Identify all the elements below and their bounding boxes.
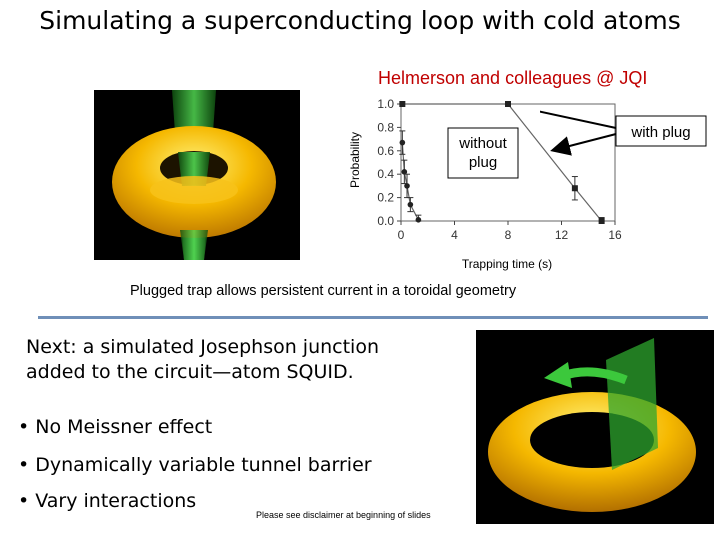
- y-tick-label: 0.4: [377, 167, 394, 181]
- data-point-without-plug: [401, 169, 408, 175]
- data-point-without-plug: [399, 139, 406, 146]
- x-tick-label: 8: [505, 228, 512, 242]
- x-tick-label: 12: [555, 228, 569, 242]
- next-line-1: Next: a simulated Josephson junction: [26, 336, 380, 358]
- slide-title: Simulating a superconducting loop with c…: [39, 6, 681, 35]
- probability-chart: 0 4 8 12 16 0.0 0.2 0.4 0.6 0.8 1.0 Probability Tr…: [348, 97, 622, 271]
- data-point-without-plug: [415, 217, 422, 223]
- next-paragraph: Next: a simulated Josephson junction add…: [26, 335, 466, 385]
- data-point-with-plug: [598, 218, 605, 224]
- credit-text: Helmerson and colleagues @ JQI: [378, 68, 648, 88]
- with-plug-label: with plug: [630, 124, 690, 141]
- without-plug-box: [447, 127, 519, 179]
- without-plug-label-line2: plug: [469, 154, 497, 171]
- data-point-without-plug: [407, 201, 414, 208]
- bullet-item: • Vary interactions: [18, 490, 197, 512]
- y-tick-label: 0.8: [377, 120, 394, 134]
- x-tick-label: 0: [398, 228, 405, 242]
- with-plug-annotation: with plug: [540, 110, 707, 156]
- toroidal-trap-image: [94, 90, 300, 260]
- next-line-2: added to the circuit—atom SQUID.: [26, 361, 354, 383]
- y-tick-label: 0.2: [377, 191, 394, 205]
- divider-line: [38, 316, 708, 319]
- y-tick-label: 1.0: [377, 97, 394, 111]
- bullet-item: • Dynamically variable tunnel barrier: [18, 454, 372, 476]
- atom-squid-image: [476, 330, 714, 524]
- x-tick-label: 16: [608, 228, 622, 242]
- data-point-without-plug: [404, 183, 410, 189]
- bullet-item: • No Meissner effect: [18, 416, 213, 438]
- data-point-with-plug: [571, 185, 578, 192]
- without-plug-label-line1: without: [458, 135, 507, 152]
- y-tick-label: 0.6: [377, 144, 394, 158]
- with-plug-line: [402, 103, 603, 222]
- x-tick-label: 4: [451, 228, 458, 242]
- data-point-with-plug: [399, 101, 406, 107]
- y-axis-label: Probability: [348, 132, 362, 188]
- figure-caption: Plugged trap allows persistent current i…: [130, 283, 517, 299]
- data-point-with-plug: [505, 101, 511, 107]
- x-axis-label: Trapping time (s): [462, 257, 552, 271]
- y-tick-label: 0.0: [377, 214, 394, 228]
- with-plug-box: [615, 115, 707, 147]
- disclaimer-text: Please see disclaimer at beginning of sl…: [256, 510, 431, 520]
